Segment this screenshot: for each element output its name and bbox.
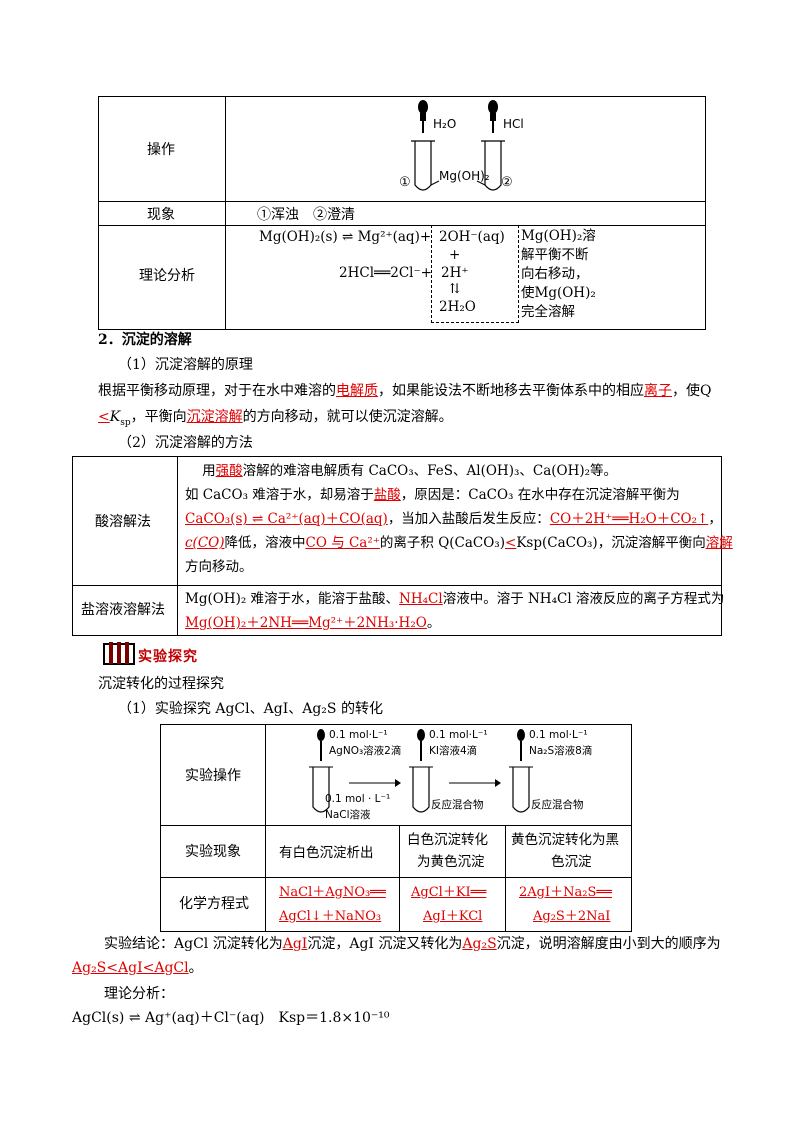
blank-nh4cl: NH₄Cl xyxy=(399,591,443,607)
eq-1: NaCl＋AgNO₃══ AgCl↓＋NaNO₃ xyxy=(279,885,386,924)
drop2-conc: 0.1 mol·L⁻¹ xyxy=(429,729,488,741)
sub-heading-principle: （1）沉淀溶解的原理 xyxy=(118,357,253,373)
experiment-conclusion: 实验结论：AgCl 沉淀转化为AgI沉淀，AgI 沉淀又转化为Ag₂S沉淀，说明… xyxy=(104,936,721,952)
box-line-1: 2OH⁻(aq) xyxy=(439,229,505,245)
blank-c-co3: c(CO) xyxy=(185,535,225,551)
blank-mgoh2-ionic-eq: Mg(OH)₂＋2NH══Mg²⁺＋2NH₃·H₂O xyxy=(185,615,427,631)
experiment-sub1: （1）实验探究 AgCl、AgI、Ag₂S 的转化 xyxy=(118,701,383,717)
label-mgoh2: Mg(OH)₂ xyxy=(439,169,490,183)
obs-1: 有白色沉淀析出 xyxy=(279,845,374,861)
box-plus: + xyxy=(449,247,461,263)
conclusion-line: 向右移动， xyxy=(521,266,589,282)
analysis-eq2: 2HCl══2Cl⁻+ xyxy=(339,265,432,281)
blank-hydrochloric: 盐酸 xyxy=(373,487,401,503)
section-heading: 2．沉淀的溶解 xyxy=(98,332,192,348)
box-line-2: 2H⁺ xyxy=(441,265,469,281)
experiment-title: 沉淀转化的过程探究 xyxy=(98,676,224,692)
blank-caco3-equilibrium: CaCO₃(s) ⇌ Ca²⁺(aq)＋CO(aq) xyxy=(185,511,388,527)
conclusion-line: 解平衡不断 xyxy=(521,247,589,263)
conclusion-line: 使Mg(OH)₂ xyxy=(521,285,596,301)
blank-agi: AgI xyxy=(282,936,308,952)
label-acid-method: 酸溶解法 xyxy=(95,514,151,530)
label-circle-1: ① xyxy=(399,175,411,190)
salt-method-content: Mg(OH)₂ 难溶于水，能溶于盐酸、NH₄Cl溶液中。溶于 NH₄Cl 溶液反… xyxy=(185,591,725,631)
principle-line-2: <Ksp，平衡向沉淀溶解的方向移动，就可以使沉淀溶解。 xyxy=(98,409,453,428)
obs-2: 白色沉淀转化 为黄色沉淀 xyxy=(407,832,488,870)
blank-solubility-order: Ag₂S<AgI<AgCl xyxy=(72,960,189,976)
conclusion-line: 完全溶解 xyxy=(521,304,575,320)
eq-2: AgCl＋KI══ AgI＋KCl xyxy=(411,885,487,924)
phenomenon-value: ①浑浊 ②澄清 xyxy=(257,207,355,223)
blank-co3-reaction: CO＋2H⁺══H₂O＋CO₂↑ xyxy=(549,511,709,527)
row-label-phenomenon: 现象 xyxy=(147,207,175,223)
blank-electrolyte: 电解质 xyxy=(336,383,378,399)
drop1-reagent: AgNO₃溶液2滴 xyxy=(329,745,402,757)
label-circle-2: ② xyxy=(501,175,513,190)
tube1-solution: NaCl溶液 xyxy=(325,809,371,821)
badge-experiment: 实验探究 xyxy=(138,649,198,665)
blank-ag2s: Ag₂S xyxy=(462,936,497,952)
blank-co-ca: CO 与 Ca²⁺ xyxy=(305,535,380,551)
drop3-reagent: Na₂S溶液8滴 xyxy=(529,745,593,757)
blank-ion: 离子 xyxy=(644,383,672,399)
obs-3: 黄色沉淀转化为黑 色沉淀 xyxy=(511,832,619,870)
theory-heading: 理论分析： xyxy=(104,986,174,1002)
table-experiment: 实验操作 实验现象 化学方程式 0.1 mol·L⁻¹ AgNO₃溶液2滴 0.… xyxy=(160,724,632,932)
tube2-label: 反应混合物 xyxy=(431,799,484,811)
experiment-conclusion-2: Ag₂S<AgI<AgCl。 xyxy=(72,960,203,976)
analysis-conclusion: Mg(OH)₂溶 解平衡不断 向右移动， 使Mg(OH)₂ 完全溶解 xyxy=(521,227,596,322)
label-exp-equation: 化学方程式 xyxy=(179,896,249,912)
test-tube-rack-icon xyxy=(103,642,135,665)
experiment-tubes-diagram xyxy=(309,729,533,813)
drop1-conc: 0.1 mol·L⁻¹ xyxy=(329,729,388,741)
row-label-operation: 操作 xyxy=(147,142,175,158)
drop3-conc: 0.1 mol·L⁻¹ xyxy=(529,729,588,741)
table-dissolution-methods: 酸溶解法 盐溶液溶解法 用强酸溶解的难溶电解质有 CaCO₃、FeS、Al(OH… xyxy=(72,456,733,636)
label-salt-method: 盐溶液溶解法 xyxy=(81,602,165,618)
blank-strong-acid: 强酸 xyxy=(215,463,243,479)
label-h2o: H₂O xyxy=(433,117,457,131)
tube1-conc: 0.1 mol · L⁻¹ xyxy=(325,793,391,805)
label-hcl: HCl xyxy=(503,117,524,131)
label-exp-operation: 实验操作 xyxy=(185,768,241,784)
analysis-box xyxy=(431,225,519,323)
drop2-reagent: KI溶液4滴 xyxy=(429,745,478,757)
table-solubility-experiment: 操作 现象 ①浑浊 ②澄清 理论分析 H₂O HCl ① ② Mg(OH)₂ M… xyxy=(98,96,706,330)
conclusion-line: Mg(OH)₂溶 xyxy=(521,228,596,244)
blank-dissolve-direction: 沉淀溶解 xyxy=(186,409,243,425)
box-arrow: ⇅ xyxy=(449,281,461,297)
analysis-eq1: Mg(OH)₂(s) ⇌ Mg²⁺(aq)+ xyxy=(259,229,432,245)
row-label-analysis: 理论分析 xyxy=(139,268,195,284)
blank-lt: < xyxy=(505,535,517,551)
box-line-3: 2H₂O xyxy=(439,299,476,315)
blank-dissolve: 溶解 xyxy=(705,535,733,551)
label-exp-observation: 实验现象 xyxy=(185,844,241,860)
blank-less-than: < xyxy=(98,409,110,425)
acid-method-content: 用强酸溶解的难溶电解质有 CaCO₃、FeS、Al(OH)₃、Ca(OH)₂等。… xyxy=(185,463,733,575)
principle-line-1: 根据平衡移动原理，对于在水中难溶的电解质，如果能设法不断地移去平衡体系中的相应离… xyxy=(98,383,712,399)
eq-3: 2AgI＋Na₂S══ Ag₂S＋2NaI xyxy=(519,885,613,924)
test-tube-diagram xyxy=(411,100,505,191)
tube3-label: 反应混合物 xyxy=(531,799,584,811)
sub-heading-methods: （2）沉淀溶解的方法 xyxy=(118,435,253,451)
agcl-equilibrium: AgCl(s) ⇌ Ag⁺(aq)＋Cl⁻(aq) Ksp＝1.8×10⁻¹⁰ xyxy=(72,1010,390,1026)
